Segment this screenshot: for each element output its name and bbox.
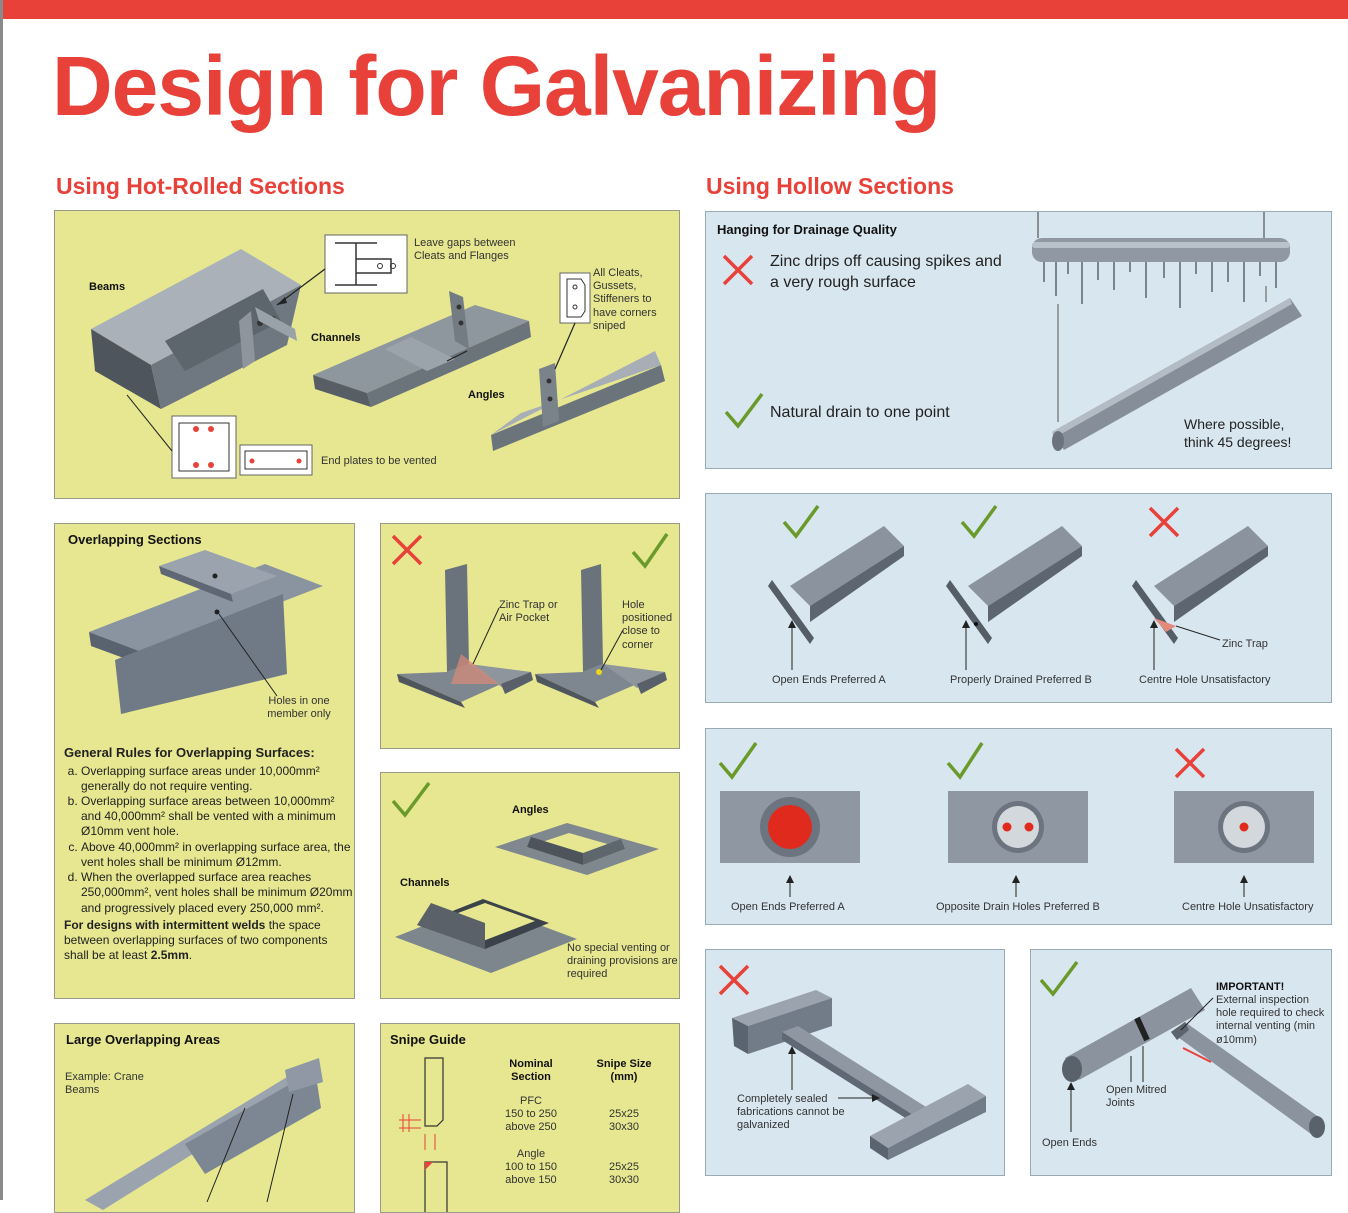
frames-illustration xyxy=(391,781,659,973)
snipe-col-size: Snipe Size (mm) xyxy=(596,1058,652,1084)
overlapping-title: Overlapping Sections xyxy=(68,532,202,547)
large-overlap-panel: Large Overlapping Areas Example: Crane B… xyxy=(54,1023,355,1213)
overlapping-illustration xyxy=(89,550,323,714)
label-open-ends-a: Open Ends Preferred A xyxy=(772,674,886,686)
hanging-tip: Where possible, think 45 degrees! xyxy=(1184,416,1292,450)
hanging-drainage-panel: Hanging for Drainage Quality Zinc drips … xyxy=(705,211,1332,469)
snipe-row2-size2: 30x30 xyxy=(609,1174,639,1186)
hanging-bad-note: Zinc drips off causing spikes and a very… xyxy=(770,253,1002,291)
label-opposite-drain-holes-b: Opposite Drain Holes Preferred B xyxy=(936,901,1100,913)
label-zinc-trap: Zinc Trap xyxy=(1222,638,1268,650)
rule-b: Overlapping surface areas between 10,000… xyxy=(81,794,354,840)
snipe-row1-size2: 30x30 xyxy=(609,1121,639,1133)
overlapping-sections-panel: Overlapping Sections Holes in one member… xyxy=(54,523,355,999)
cross-mark-icon xyxy=(391,534,423,566)
section-heading-hot-rolled: Using Hot-Rolled Sections xyxy=(56,173,345,199)
check-mark-icon xyxy=(946,742,984,780)
snipe-title: Snipe Guide xyxy=(390,1032,466,1047)
label-angles: Angles xyxy=(468,389,505,401)
zinc-trap-panel: Zinc Trap or Air Pocket Hole positioned … xyxy=(380,523,680,749)
label-centre-hole-unsatisfactory: Centre Hole Unsatisfactory xyxy=(1139,674,1271,686)
note-holes-one-member: Holes in one member only xyxy=(267,695,331,721)
important-label: IMPORTANT! xyxy=(1216,981,1285,993)
check-mark-icon xyxy=(1039,960,1079,997)
note-corners-sniped: All Cleats, Gussets, Stiffeners to have … xyxy=(593,267,657,332)
hanging-title: Hanging for Drainage Quality xyxy=(717,222,897,237)
crane-beam-illustration xyxy=(85,1058,323,1210)
hot-rolled-illustration xyxy=(91,234,665,479)
rule-c: Above 40,000mm² in overlapping surface a… xyxy=(81,840,354,870)
left-border xyxy=(0,0,3,1200)
sealed-fabrication-illustration xyxy=(718,964,986,1160)
zinc-trap-illustration xyxy=(391,533,669,708)
page-title: Design for Galvanizing xyxy=(52,39,941,133)
section-heading-hollow: Using Hollow Sections xyxy=(706,173,954,199)
label-frame-channels: Channels xyxy=(400,877,450,889)
sealed-fabrication-panel: Completely sealed fabrications cannot be… xyxy=(705,949,1005,1176)
overlap-rules: General Rules for Overlapping Surfaces: … xyxy=(64,745,354,964)
cross-mark-icon xyxy=(1148,506,1180,538)
mitred-joints-panel: IMPORTANT! External inspection hole requ… xyxy=(1030,949,1332,1176)
intermittent-welds-text: the space between overlapping surfaces o… xyxy=(64,917,328,963)
snipe-row2-range1: 100 to 150 xyxy=(505,1161,557,1173)
hole-positions-illustration xyxy=(718,741,1314,897)
label-beams: Beams xyxy=(89,281,126,293)
note-zinc-trap: Zinc Trap or Air Pocket xyxy=(499,599,558,625)
top-accent-bar xyxy=(0,0,1348,19)
rules-heading: General Rules for Overlapping Surfaces: xyxy=(64,745,315,760)
mitred-joints-illustration xyxy=(1039,960,1325,1138)
snipe-diagram xyxy=(399,1057,448,1212)
note-mitred-open-ends: Open Ends xyxy=(1042,1137,1098,1149)
important-inspection-hole: External inspection hole required to che… xyxy=(1216,994,1325,1046)
large-overlap-title: Large Overlapping Areas xyxy=(66,1032,221,1047)
note-no-venting-required: No special venting or draining provision… xyxy=(567,942,678,981)
snipe-guide-panel: Snipe Guide Nominal Section Snipe Size (… xyxy=(380,1023,680,1213)
check-mark-icon xyxy=(631,533,669,569)
note-end-plates-vented: End plates to be vented xyxy=(321,455,437,467)
hanging-illustration xyxy=(722,212,1302,451)
snipe-row1-section: PFC xyxy=(520,1095,542,1107)
rule-a: Overlapping surface areas under 10,000mm… xyxy=(81,764,354,794)
label-holes-open-ends-a: Open Ends Preferred A xyxy=(731,901,845,913)
snipe-row1-range1: 150 to 250 xyxy=(505,1108,557,1120)
label-frame-angles: Angles xyxy=(512,804,549,816)
intermittent-welds-end: . xyxy=(188,948,193,963)
snipe-row1-size1: 25x25 xyxy=(609,1108,639,1120)
label-channels: Channels xyxy=(311,332,361,344)
cross-mark-icon xyxy=(722,254,754,286)
intermittent-welds-value: 2.5mm xyxy=(150,948,189,963)
angle-ends-panel: Open Ends Preferred A Properly Drained P… xyxy=(705,493,1332,703)
snipe-row2-range2: above 150 xyxy=(505,1174,557,1186)
note-open-mitred-joints: Open Mitred Joints xyxy=(1106,1084,1167,1110)
label-holes-centre-unsatisfactory: Centre Hole Unsatisfactory xyxy=(1182,901,1314,913)
cross-mark-icon xyxy=(718,964,750,996)
rule-d: When the overlapped surface area reaches… xyxy=(81,870,354,916)
cross-mark-icon xyxy=(1174,747,1206,779)
note-hole-near-corner: Hole positioned close to corner xyxy=(622,599,673,651)
intermittent-welds-note: For designs with intermittent welds the … xyxy=(64,918,354,964)
snipe-row2-size1: 25x25 xyxy=(609,1161,639,1173)
angle-ends-illustration xyxy=(768,504,1268,670)
note-crane-beams: Example: Crane Beams xyxy=(65,1071,144,1097)
snipe-row1-range2: above 250 xyxy=(505,1121,557,1133)
snipe-col-nominal: Nominal Section xyxy=(509,1058,553,1084)
label-properly-drained-b: Properly Drained Preferred B xyxy=(950,674,1092,686)
hole-positions-panel: Open Ends Preferred A Opposite Drain Hol… xyxy=(705,728,1332,925)
hanging-good-note: Natural drain to one point xyxy=(770,404,950,421)
check-mark-icon xyxy=(724,392,764,429)
hot-rolled-panel: Beams Channels Angles Leave gaps between… xyxy=(54,210,680,499)
check-mark-icon xyxy=(391,781,431,818)
check-mark-icon xyxy=(782,504,820,539)
snipe-row2-section: Angle xyxy=(516,1148,546,1160)
check-mark-icon xyxy=(718,741,758,780)
note-leave-gaps: Leave gaps between Cleats and Flanges xyxy=(414,237,516,263)
check-mark-icon xyxy=(960,504,998,539)
frames-panel: Angles Channels No special venting or dr… xyxy=(380,772,680,999)
intermittent-welds-bold: For designs with intermittent welds xyxy=(64,917,266,932)
note-sealed-fabrication: Completely sealed fabrications cannot be… xyxy=(737,1093,845,1132)
rules-list: Overlapping surface areas under 10,000mm… xyxy=(64,764,354,916)
